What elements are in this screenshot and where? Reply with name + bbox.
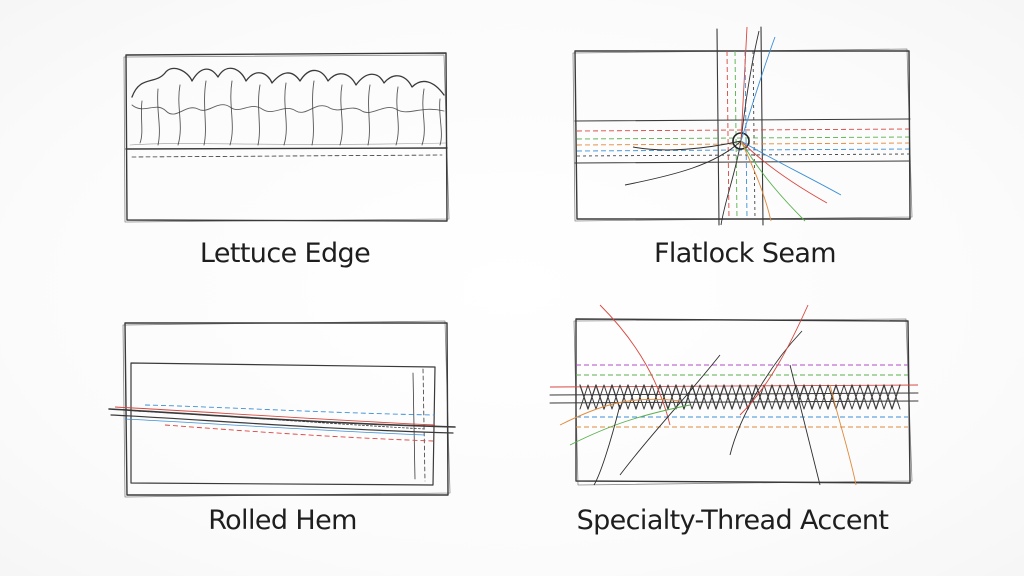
rolled-hem-sketch [108, 320, 456, 498]
flatlock-seam-panel [565, 25, 925, 235]
flatlock-seam-label: Flatlock Seam [653, 238, 837, 269]
lettuce-edge-sketch [123, 52, 450, 223]
rolled-hem-panel [105, 315, 460, 500]
specialty-thread-accent-panel [540, 304, 925, 490]
rolled-hem-label: Rolled Hem [208, 505, 357, 536]
flatlock-seam-sketch [572, 26, 913, 226]
lettuce-edge-label: Lettuce Edge [199, 238, 371, 269]
specialty-thread-accent-label: Specialty-Thread Accent [576, 505, 889, 536]
specialty-thread-accent-sketch [549, 304, 919, 486]
lettuce-edge-panel [110, 45, 460, 235]
